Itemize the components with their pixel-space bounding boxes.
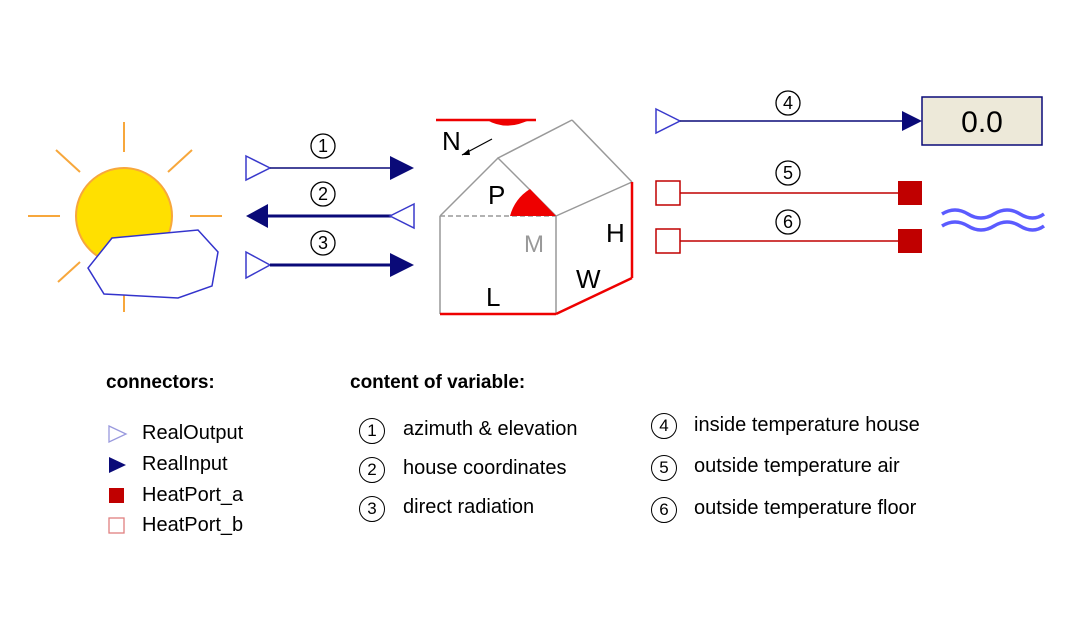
real-output-icon[interactable] (245, 250, 272, 280)
connection-3-arrow (245, 250, 414, 280)
heatport-b-icon (108, 517, 125, 534)
svg-text:2: 2 (318, 184, 328, 204)
number-badge-2: 2 (310, 181, 336, 207)
number-badge-5: 5 (775, 160, 801, 186)
svg-text:P: P (488, 180, 505, 210)
number-badge-4: 4 (775, 90, 801, 116)
variable-number-badge: 6 (651, 497, 677, 523)
variable-label: azimuth & elevation (403, 418, 578, 440)
connection-4-arrow (655, 107, 922, 135)
connectors-title: connectors: (106, 372, 215, 393)
legend-connector-label: HeatPort_b (142, 514, 244, 536)
variable-number-badge: 5 (651, 455, 677, 481)
svg-text:H: H (606, 218, 625, 248)
variable-number-badge: 3 (359, 496, 385, 522)
svg-text:W: W (576, 264, 601, 294)
house-icon: N P M H W L (436, 118, 634, 316)
heatport-b-icon[interactable] (655, 180, 681, 206)
real-input-icon (109, 457, 126, 473)
variable-number-badge: 4 (651, 413, 677, 439)
svg-text:M: M (524, 231, 544, 258)
heatport-b-icon[interactable] (655, 228, 681, 254)
real-output-icon[interactable] (388, 202, 415, 230)
real-output-icon (108, 425, 128, 444)
svg-text:0.0: 0.0 (961, 106, 1003, 139)
number-badge-6: 6 (775, 209, 801, 235)
connection-5-heat (655, 180, 922, 206)
svg-text:4: 4 (783, 93, 793, 113)
svg-text:L: L (486, 282, 500, 312)
svg-text:6: 6 (783, 212, 793, 232)
legend-connector-label: HeatPort_a (142, 484, 244, 506)
real-output-icon[interactable] (655, 107, 682, 135)
legend-connector-label: RealOutput (142, 422, 244, 444)
connection-1-arrow (245, 154, 414, 182)
connection-6-heat (655, 228, 922, 254)
heatport-a-icon[interactable] (898, 181, 922, 205)
number-badge-3: 3 (310, 230, 336, 256)
svg-text:3: 3 (318, 233, 328, 253)
legend-connector-label: RealInput (142, 453, 228, 475)
real-input-icon[interactable] (246, 204, 268, 228)
variable-number-badge: 2 (359, 457, 385, 483)
cloud-icon (87, 229, 219, 299)
variable-label: inside temperature house (694, 414, 920, 436)
value-display: 0.0 (921, 96, 1043, 146)
variable-label: outside temperature air (694, 455, 900, 477)
variable-label: house coordinates (403, 457, 567, 479)
real-input-icon[interactable] (390, 156, 414, 180)
svg-text:1: 1 (318, 136, 328, 156)
heatport-a-icon[interactable] (898, 229, 922, 253)
air-wave-icon (941, 208, 1046, 232)
real-input-icon[interactable] (390, 253, 414, 277)
variable-label: direct radiation (403, 496, 535, 518)
content-title: content of variable: (350, 372, 526, 393)
real-output-icon[interactable] (245, 154, 272, 182)
connection-2-arrow (246, 202, 415, 230)
svg-text:N: N (442, 126, 461, 156)
heatport-a-icon (109, 488, 124, 503)
real-input-icon[interactable] (902, 111, 922, 131)
svg-text:5: 5 (783, 163, 793, 183)
number-badge-1: 1 (310, 133, 336, 159)
variable-label: outside temperature floor (694, 497, 917, 519)
variable-number-badge: 1 (359, 418, 385, 444)
